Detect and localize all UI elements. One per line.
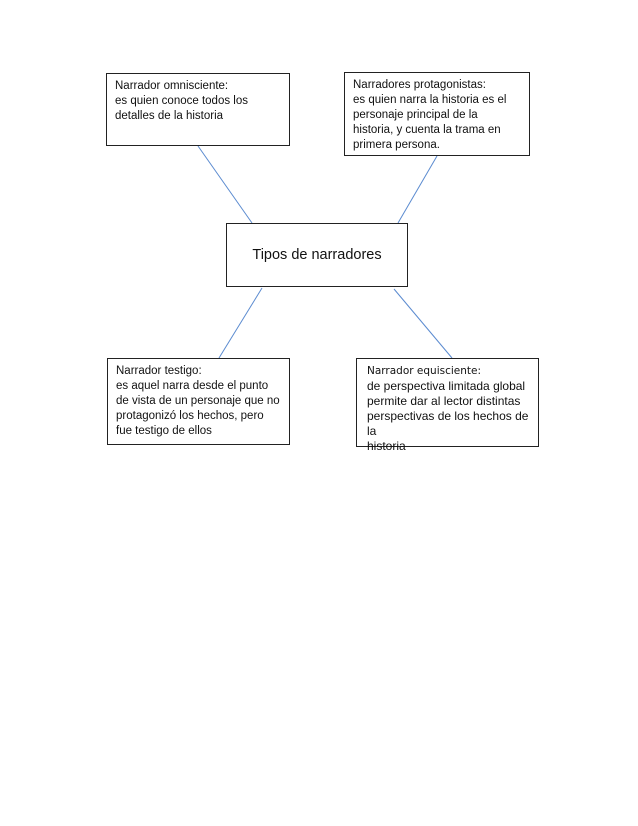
node-description: de perspectiva limitada global permite d… (367, 379, 529, 453)
node-narrador-equisciente: Narrador equisciente: de perspectiva lim… (356, 358, 539, 453)
node-narrador-testigo: Narrador testigo: es aquel narra desde e… (107, 358, 290, 445)
node-narrador-omnisciente: Narrador omnisciente: es quien conoce to… (106, 73, 290, 146)
connector-testigo (218, 287, 263, 359)
connector-omnisciente (197, 145, 253, 224)
central-node: Tipos de narradores (226, 223, 408, 287)
connector-equisciente (393, 288, 453, 359)
node-title: Narradores protagonistas: (353, 79, 486, 91)
central-node-label: Tipos de narradores (252, 246, 382, 263)
connector-protagonistas (397, 155, 438, 224)
node-title: Narrador equisciente: (367, 365, 482, 377)
node-narradores-protagonistas: Narradores protagonistas: es quien narra… (344, 72, 530, 156)
node-description: es quien narra la historia es el persona… (353, 94, 507, 151)
node-title: Narrador testigo: (116, 365, 202, 377)
node-description: es aquel narra desde el punto de vista d… (116, 380, 280, 437)
node-title: Narrador omnisciente: (115, 80, 229, 92)
node-description: es quien conoce todos los detalles de la… (115, 95, 248, 122)
